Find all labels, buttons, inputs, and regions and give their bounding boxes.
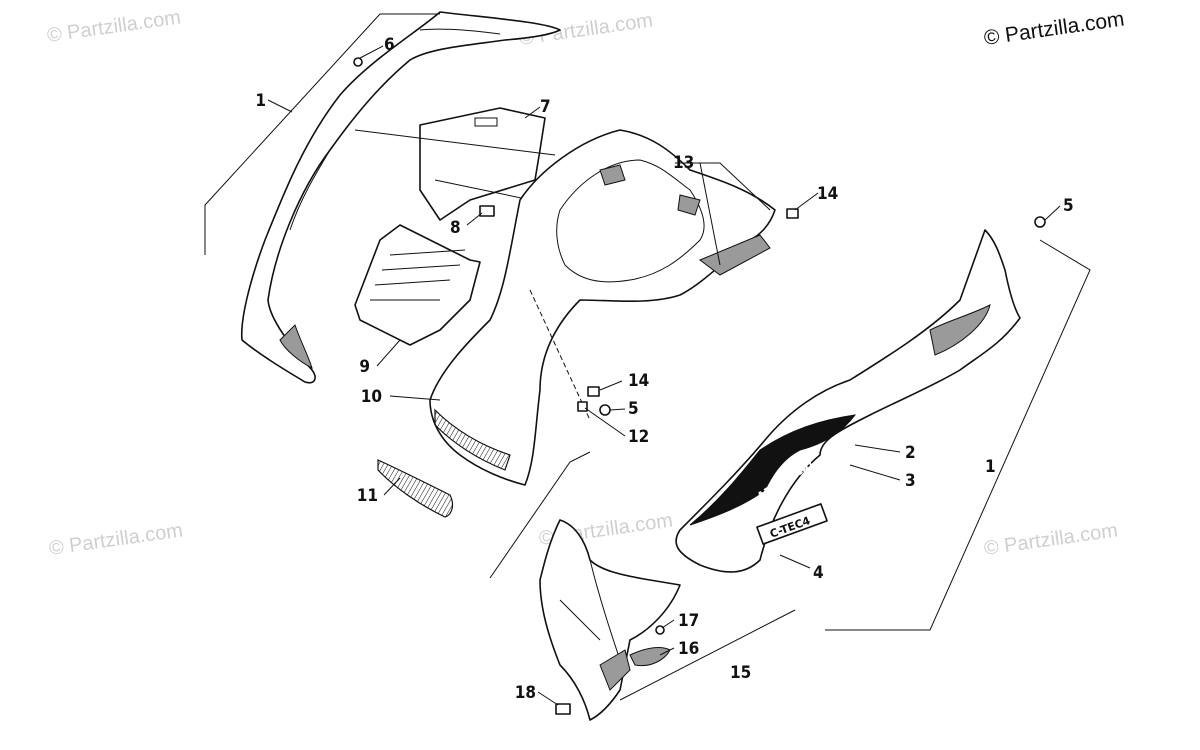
leader-lines [267,45,1061,706]
copyright-notice: © Partzilla.com [982,7,1125,49]
callout-12: 12 [628,427,649,447]
callout-18: 18 [515,683,536,703]
callout-16: 16 [678,639,699,659]
clip-12 [577,401,588,412]
callout-1-right: 1 [985,457,996,477]
front-hood [429,129,776,486]
model-badge [756,503,828,545]
callout-4: 4 [813,563,824,583]
callout-10: 10 [361,387,382,407]
screw-6 [353,57,363,67]
callout-17: 17 [678,611,699,631]
air-vent-duct [354,224,481,346]
nut-14b [587,386,600,397]
leader-15-bracket [489,451,796,701]
right-side-panel: ARCTIC CAT C-TEC4 [675,229,1021,573]
callouts: 1 1 2 3 4 5 5 6 7 8 9 10 11 12 13 14 14 … [255,35,1073,703]
callout-11: 11 [357,486,378,506]
watermark-mid-left: © Partzilla.com [48,519,185,560]
screw-5b [599,404,611,416]
callout-7: 7 [540,97,551,117]
watermark-mid-right: © Partzilla.com [983,519,1120,560]
callout-14-top: 14 [817,184,838,204]
leader-1a [204,13,440,255]
callout-6: 6 [384,35,395,55]
inner-panel [419,107,546,221]
pad-16 [629,647,671,667]
callout-14-center: 14 [628,371,649,391]
callout-9: 9 [359,357,370,377]
clip-8 [479,205,495,217]
left-side-panel [240,11,561,384]
callout-5-center: 5 [628,399,639,419]
leader-1b [825,239,1091,631]
fasteners [353,57,1046,715]
mesh-screen [377,459,454,518]
screw-5a [1034,216,1046,228]
callout-1-left: 1 [255,91,266,111]
watermark-top-left: © Partzilla.com [46,6,183,47]
callout-8: 8 [450,218,461,238]
lower-front-panel [539,519,681,721]
callout-5-right: 5 [1063,196,1074,216]
clip-18 [555,703,571,715]
callout-15: 15 [730,663,751,683]
nut-14a [786,208,799,219]
callout-13: 13 [673,153,694,173]
callout-3: 3 [905,471,916,491]
callout-2: 2 [905,443,916,463]
